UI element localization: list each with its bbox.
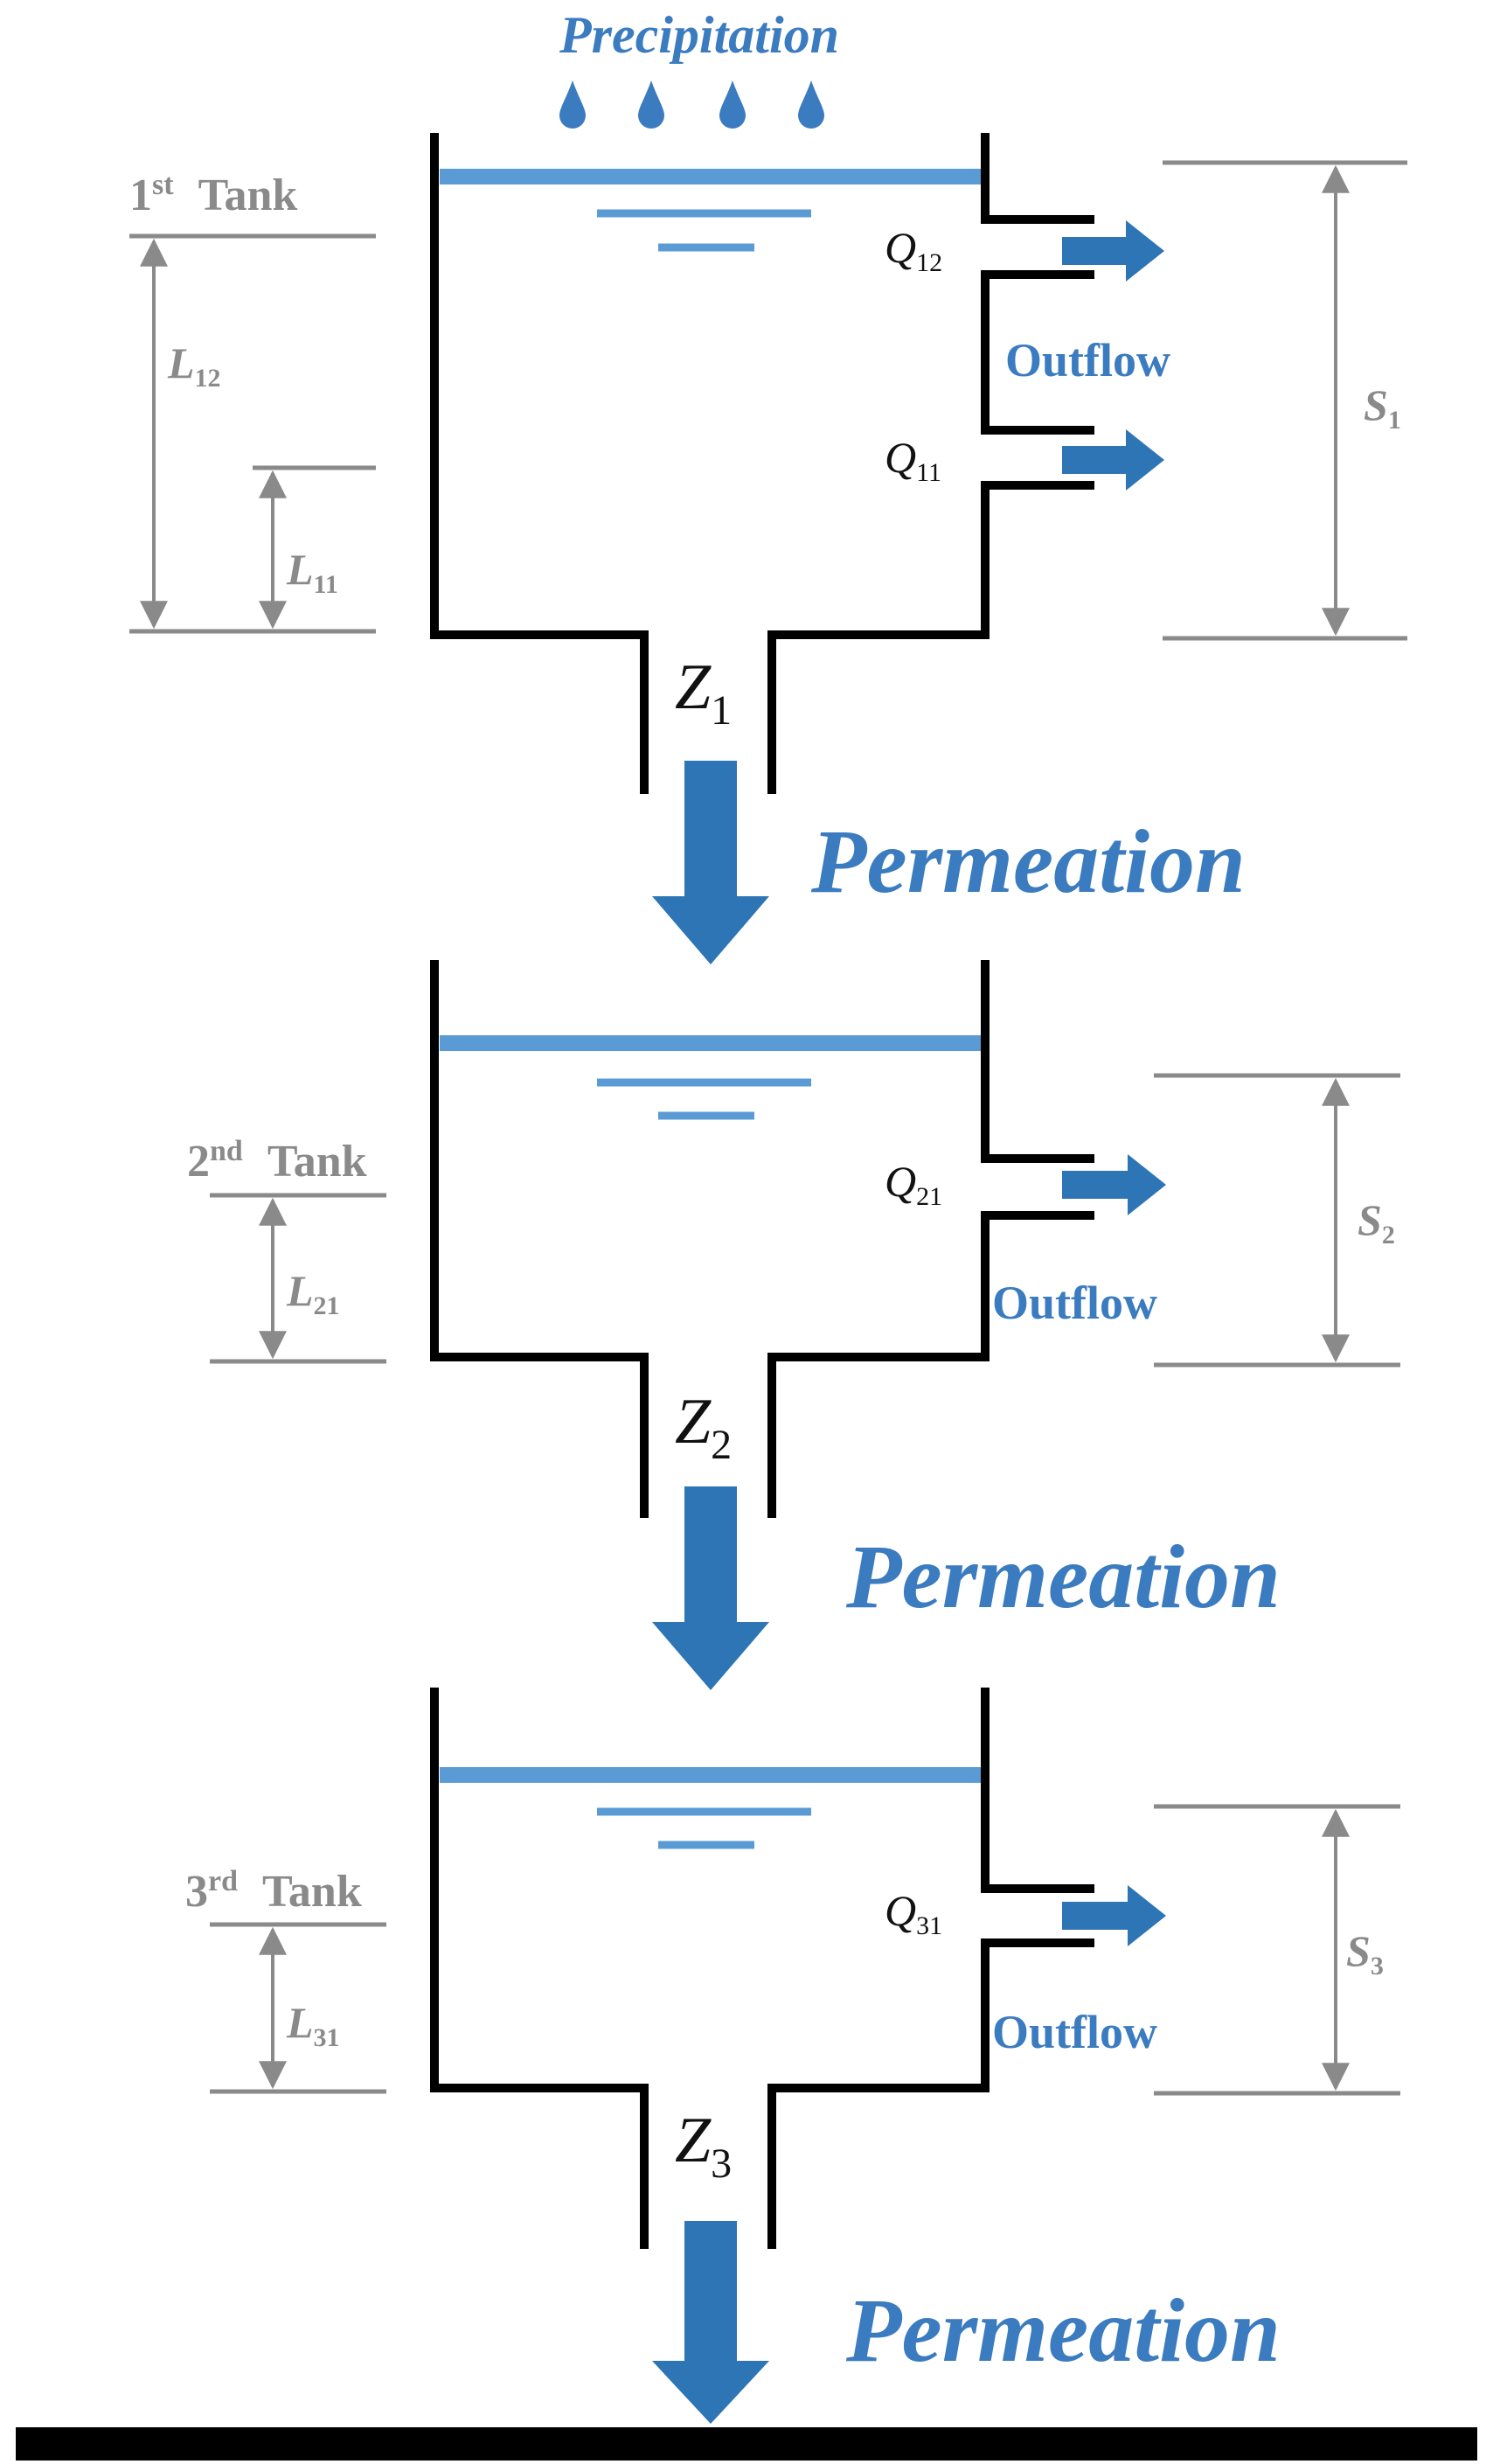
tank-2-permeation-label: Permeation xyxy=(845,1527,1281,1627)
tank-3-L31-label: L31 xyxy=(286,1998,340,2052)
tank-1-permeation-arrow xyxy=(652,761,769,964)
tank-2-outflow-arrow xyxy=(1062,1154,1166,1215)
tank-2-wall-right xyxy=(767,960,1094,1518)
tank-3-wall xyxy=(430,1688,649,2249)
tank-1-L11-label: L11 xyxy=(286,545,338,599)
tank-2-L21-label: L21 xyxy=(286,1266,340,1320)
tank-3-outflow-arrow xyxy=(1062,1885,1166,1946)
tank-1-wall xyxy=(430,133,649,794)
tank-3-Z3-label: Z3 xyxy=(675,2105,732,2187)
tank-3-Q31-label: Q31 xyxy=(885,1886,942,1940)
precipitation-label: Precipitation xyxy=(559,6,839,64)
tank-3-outflow-label: Outflow xyxy=(992,2006,1157,2058)
tank-1-Q11-label: Q11 xyxy=(885,433,941,487)
tank-1-S1-label: S1 xyxy=(1364,380,1401,435)
tank-1-outflow-label: Outflow xyxy=(1005,334,1170,386)
tank-2-wall xyxy=(430,960,649,1518)
tank-1-permeation-label: Permeation xyxy=(810,811,1246,912)
tank-2-S2-label: S2 xyxy=(1358,1195,1395,1249)
tank-1-Z1-label: Z1 xyxy=(675,651,732,734)
tank-3-permeation-arrow xyxy=(652,2221,769,2424)
tank-1-outflow-arrow-upper xyxy=(1062,220,1164,282)
tank-1-outflow-arrow-lower xyxy=(1062,429,1164,491)
rain-drops-icon xyxy=(559,80,824,129)
tank-2-permeation-arrow xyxy=(652,1486,769,1690)
ground-bar xyxy=(16,2427,1477,2461)
tank-1-Q12-label: Q12 xyxy=(885,223,942,277)
tank-3-permeation-label: Permeation xyxy=(845,2280,1281,2381)
tank-1-wall-right xyxy=(767,133,1094,794)
tank-2-Z2-label: Z2 xyxy=(675,1386,732,1468)
tank-1-L12-label: L12 xyxy=(167,338,221,393)
tank-2-Q21-label: Q21 xyxy=(885,1157,942,1211)
tank-3-wall-right xyxy=(767,1688,1094,2249)
tank-2-outflow-label: Outflow xyxy=(992,1277,1157,1329)
tank-3-S3-label: S3 xyxy=(1346,1926,1384,1980)
